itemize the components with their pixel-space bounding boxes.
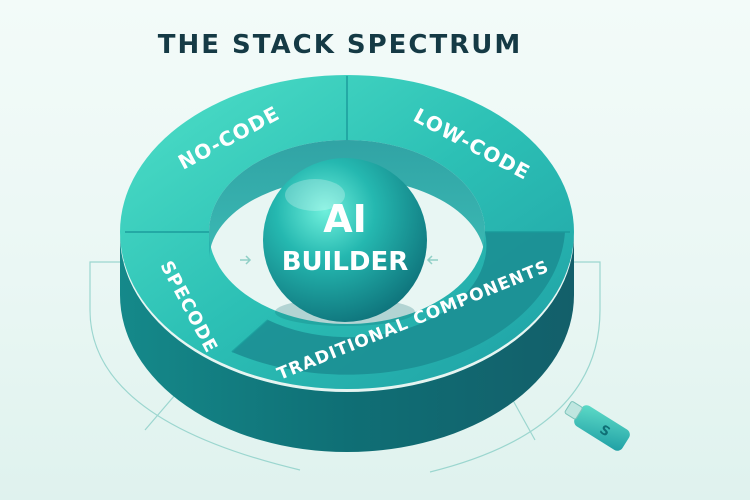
core-label-builder: BUILDER: [282, 247, 409, 277]
ring-side-wall: [120, 235, 574, 452]
segment-dividers: [125, 76, 570, 353]
core-label-ai: AI: [323, 197, 367, 241]
ai-builder-sphere: [263, 158, 427, 322]
diagram-title: THE STACK SPECTRUM: [157, 30, 523, 60]
ring-inner-wall: [209, 140, 485, 260]
sphere-highlight: [285, 179, 345, 211]
segment-traditional-components: [232, 232, 565, 375]
arrow-marks: [240, 255, 438, 265]
usb-stick-icon: S: [564, 401, 630, 451]
